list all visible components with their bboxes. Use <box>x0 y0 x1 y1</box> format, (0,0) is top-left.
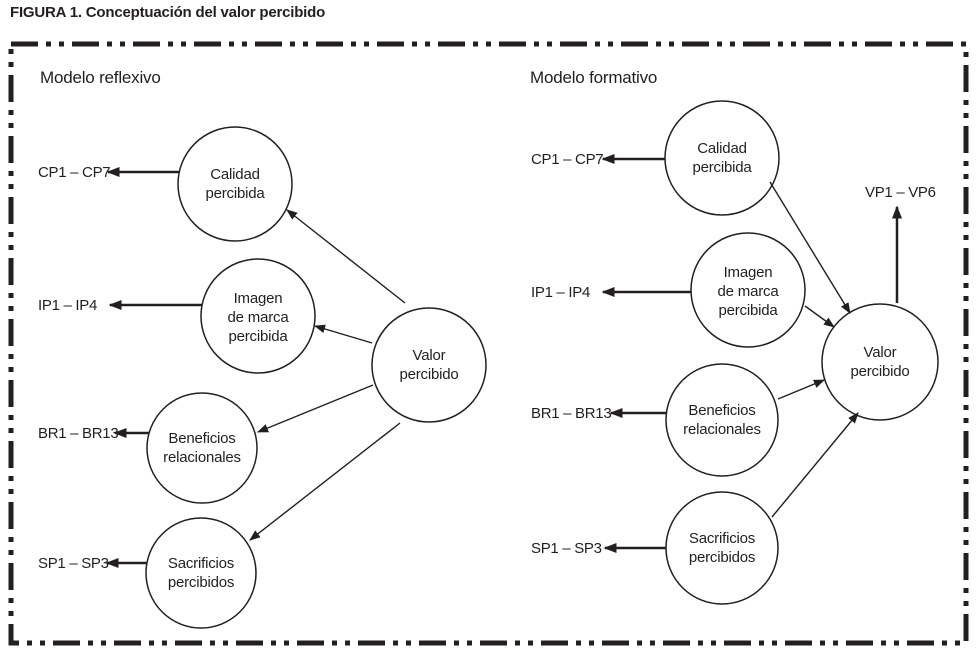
left-node-beneficios <box>146 392 258 504</box>
right-node-imagen-label: percibida <box>718 302 778 319</box>
left-model-title: Modelo reflexivo <box>40 68 161 87</box>
right-node-sacrificios <box>665 491 779 605</box>
left-node-calidad-label: percibida <box>205 185 265 202</box>
right-node-sacrificios-label: percibidos <box>689 549 755 566</box>
left-arrow-valor-to-calidad <box>286 209 406 304</box>
right-node-beneficios <box>665 363 779 477</box>
figure-caption: FIGURA 1. Conceptuación del valor percib… <box>10 4 326 21</box>
left-node-sacrificios-label: percibidos <box>168 574 234 591</box>
left-arrow-valor-to-beneficios <box>256 384 374 433</box>
left-node-imagen <box>200 258 316 374</box>
figure-border <box>8 41 969 646</box>
right-arrow-sacrificios-to-valor <box>771 412 859 518</box>
left-indicator-cp: CP1 – CP7 <box>38 164 110 181</box>
left-node-imagen-label: percibida <box>228 328 288 345</box>
right-node-valor-label: Valor <box>864 344 897 361</box>
right-arrow-imagen-to-valor <box>804 305 835 328</box>
right-indicator-ip: IP1 – IP4 <box>531 284 590 301</box>
right-indicator-cp: CP1 – CP7 <box>531 151 603 168</box>
right-arrow-beneficios-to-valor <box>777 379 826 400</box>
right-arrow-calidad-to-valor <box>769 181 851 314</box>
right-node-calidad <box>664 100 780 216</box>
left-node-beneficios-label: relacionales <box>163 449 241 466</box>
left-node-imagen-label: Imagen <box>234 290 283 307</box>
left-indicator-sp: SP1 – SP3 <box>38 555 109 572</box>
right-node-valor-label: percibido <box>850 363 909 380</box>
left-node-valor <box>371 307 487 423</box>
left-node-sacrificios <box>145 517 257 629</box>
left-node-sacrificios-label: Sacrificios <box>168 555 234 572</box>
right-node-calidad-label: Calidad <box>697 140 746 157</box>
left-node-beneficios-label: Beneficios <box>168 430 235 447</box>
left-arrow-valor-to-sacrificios <box>249 422 401 541</box>
left-node-calidad <box>177 126 293 242</box>
left-node-valor-label: Valor <box>413 347 446 364</box>
right-node-beneficios-label: Beneficios <box>688 402 755 419</box>
left-node-valor-label: percibido <box>399 366 458 383</box>
right-indicator-br: BR1 – BR13 <box>531 405 611 422</box>
right-node-imagen <box>690 232 806 348</box>
left-node-imagen-label: de marca <box>228 309 290 326</box>
right-indicator-sp: SP1 – SP3 <box>531 540 602 557</box>
left-indicator-br: BR1 – BR13 <box>38 425 118 442</box>
right-indicator-vp: VP1 – VP6 <box>865 184 936 201</box>
right-node-imagen-label: de marca <box>718 283 780 300</box>
right-node-valor <box>821 303 939 421</box>
right-node-beneficios-label: relacionales <box>683 421 761 438</box>
left-node-calidad-label: Calidad <box>210 166 259 183</box>
left-arrow-valor-to-imagen <box>313 324 373 344</box>
left-indicator-ip: IP1 – IP4 <box>38 297 97 314</box>
right-model-title: Modelo formativo <box>530 68 657 87</box>
right-node-imagen-label: Imagen <box>724 264 773 281</box>
right-node-sacrificios-label: Sacrificios <box>689 530 755 547</box>
right-node-calidad-label: percibida <box>692 159 752 176</box>
